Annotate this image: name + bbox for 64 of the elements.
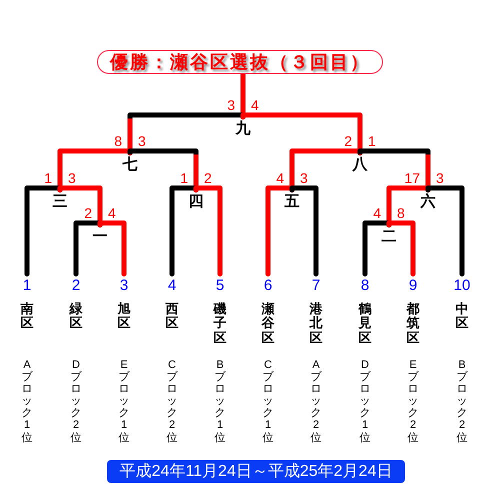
match-label: 二 [382, 229, 396, 244]
district-name: 旭区 [118, 302, 130, 331]
score-label: 8 [397, 206, 405, 220]
bracket-line [194, 186, 222, 276]
match-label: 七 [122, 157, 138, 172]
bracket-line [386, 220, 416, 276]
seed-number: 9 [408, 278, 418, 294]
seed-number: 1 [22, 278, 32, 294]
score-label: 1 [180, 171, 188, 185]
seed-number: 3 [120, 278, 128, 294]
score-label: 4 [108, 206, 116, 220]
match-label: 四 [188, 194, 204, 209]
block-rank: Dブロック1位 [360, 359, 370, 444]
seed-number: 10 [454, 278, 470, 294]
match-label: 八 [352, 157, 368, 172]
match-label: 五 [284, 194, 300, 209]
score-label: 3 [300, 171, 308, 185]
score-label: 1 [368, 134, 376, 148]
district-name: 瀬谷区 [262, 302, 274, 345]
block-rank: Cブロック2位 [166, 359, 178, 444]
district-name: 緑区 [70, 302, 82, 331]
score-label: 4 [276, 171, 284, 185]
bracket-line [98, 220, 126, 276]
score-label: 2 [84, 206, 92, 220]
match-label: 九 [236, 121, 250, 136]
score-label: 4 [251, 98, 259, 112]
seed-number: 8 [360, 278, 370, 294]
district-name: 港北区 [310, 302, 322, 345]
district-name: 磯子区 [214, 302, 226, 345]
block-rank: Cブロック1位 [262, 359, 274, 444]
seed-number: 2 [72, 278, 80, 294]
block-rank: Eブロック2位 [408, 359, 418, 444]
bracket-line [290, 186, 318, 276]
block-rank: Aブロック1位 [22, 359, 32, 444]
winner-banner: 優勝：瀬谷区選抜（３回目） [97, 50, 383, 74]
score-label: 4 [373, 206, 381, 220]
score-label: 17 [404, 171, 420, 185]
score-label: 3 [68, 171, 76, 185]
block-rank: Aブロック2位 [310, 359, 322, 444]
seed-number: 6 [264, 278, 272, 294]
score-label: 3 [138, 134, 146, 148]
match-label: 三 [52, 194, 68, 209]
block-rank: Eブロック1位 [118, 359, 130, 444]
block-rank: Bブロック1位 [214, 359, 226, 444]
score-label: 3 [227, 98, 235, 112]
district-name: 中区 [456, 302, 468, 331]
score-label: 8 [114, 134, 122, 148]
block-rank: Bブロック2位 [456, 359, 468, 444]
district-name: 鶴見区 [358, 302, 372, 345]
date-banner: 平成24年11月24日～平成25年2月24日 [107, 460, 405, 483]
district-name: 西区 [166, 302, 178, 331]
match-label: 一 [92, 229, 108, 244]
score-label: 1 [44, 171, 52, 185]
bracket-line [426, 186, 464, 276]
score-label: 2 [204, 171, 212, 185]
district-name: 南区 [20, 302, 34, 331]
score-label: 3 [436, 171, 444, 185]
block-rank: Dブロック2位 [70, 359, 82, 444]
district-name: 都筑区 [406, 302, 420, 345]
seed-number: 4 [168, 278, 176, 294]
match-label: 六 [420, 194, 436, 209]
seed-number: 7 [312, 278, 320, 294]
score-label: 2 [344, 134, 352, 148]
seed-number: 5 [216, 278, 224, 294]
